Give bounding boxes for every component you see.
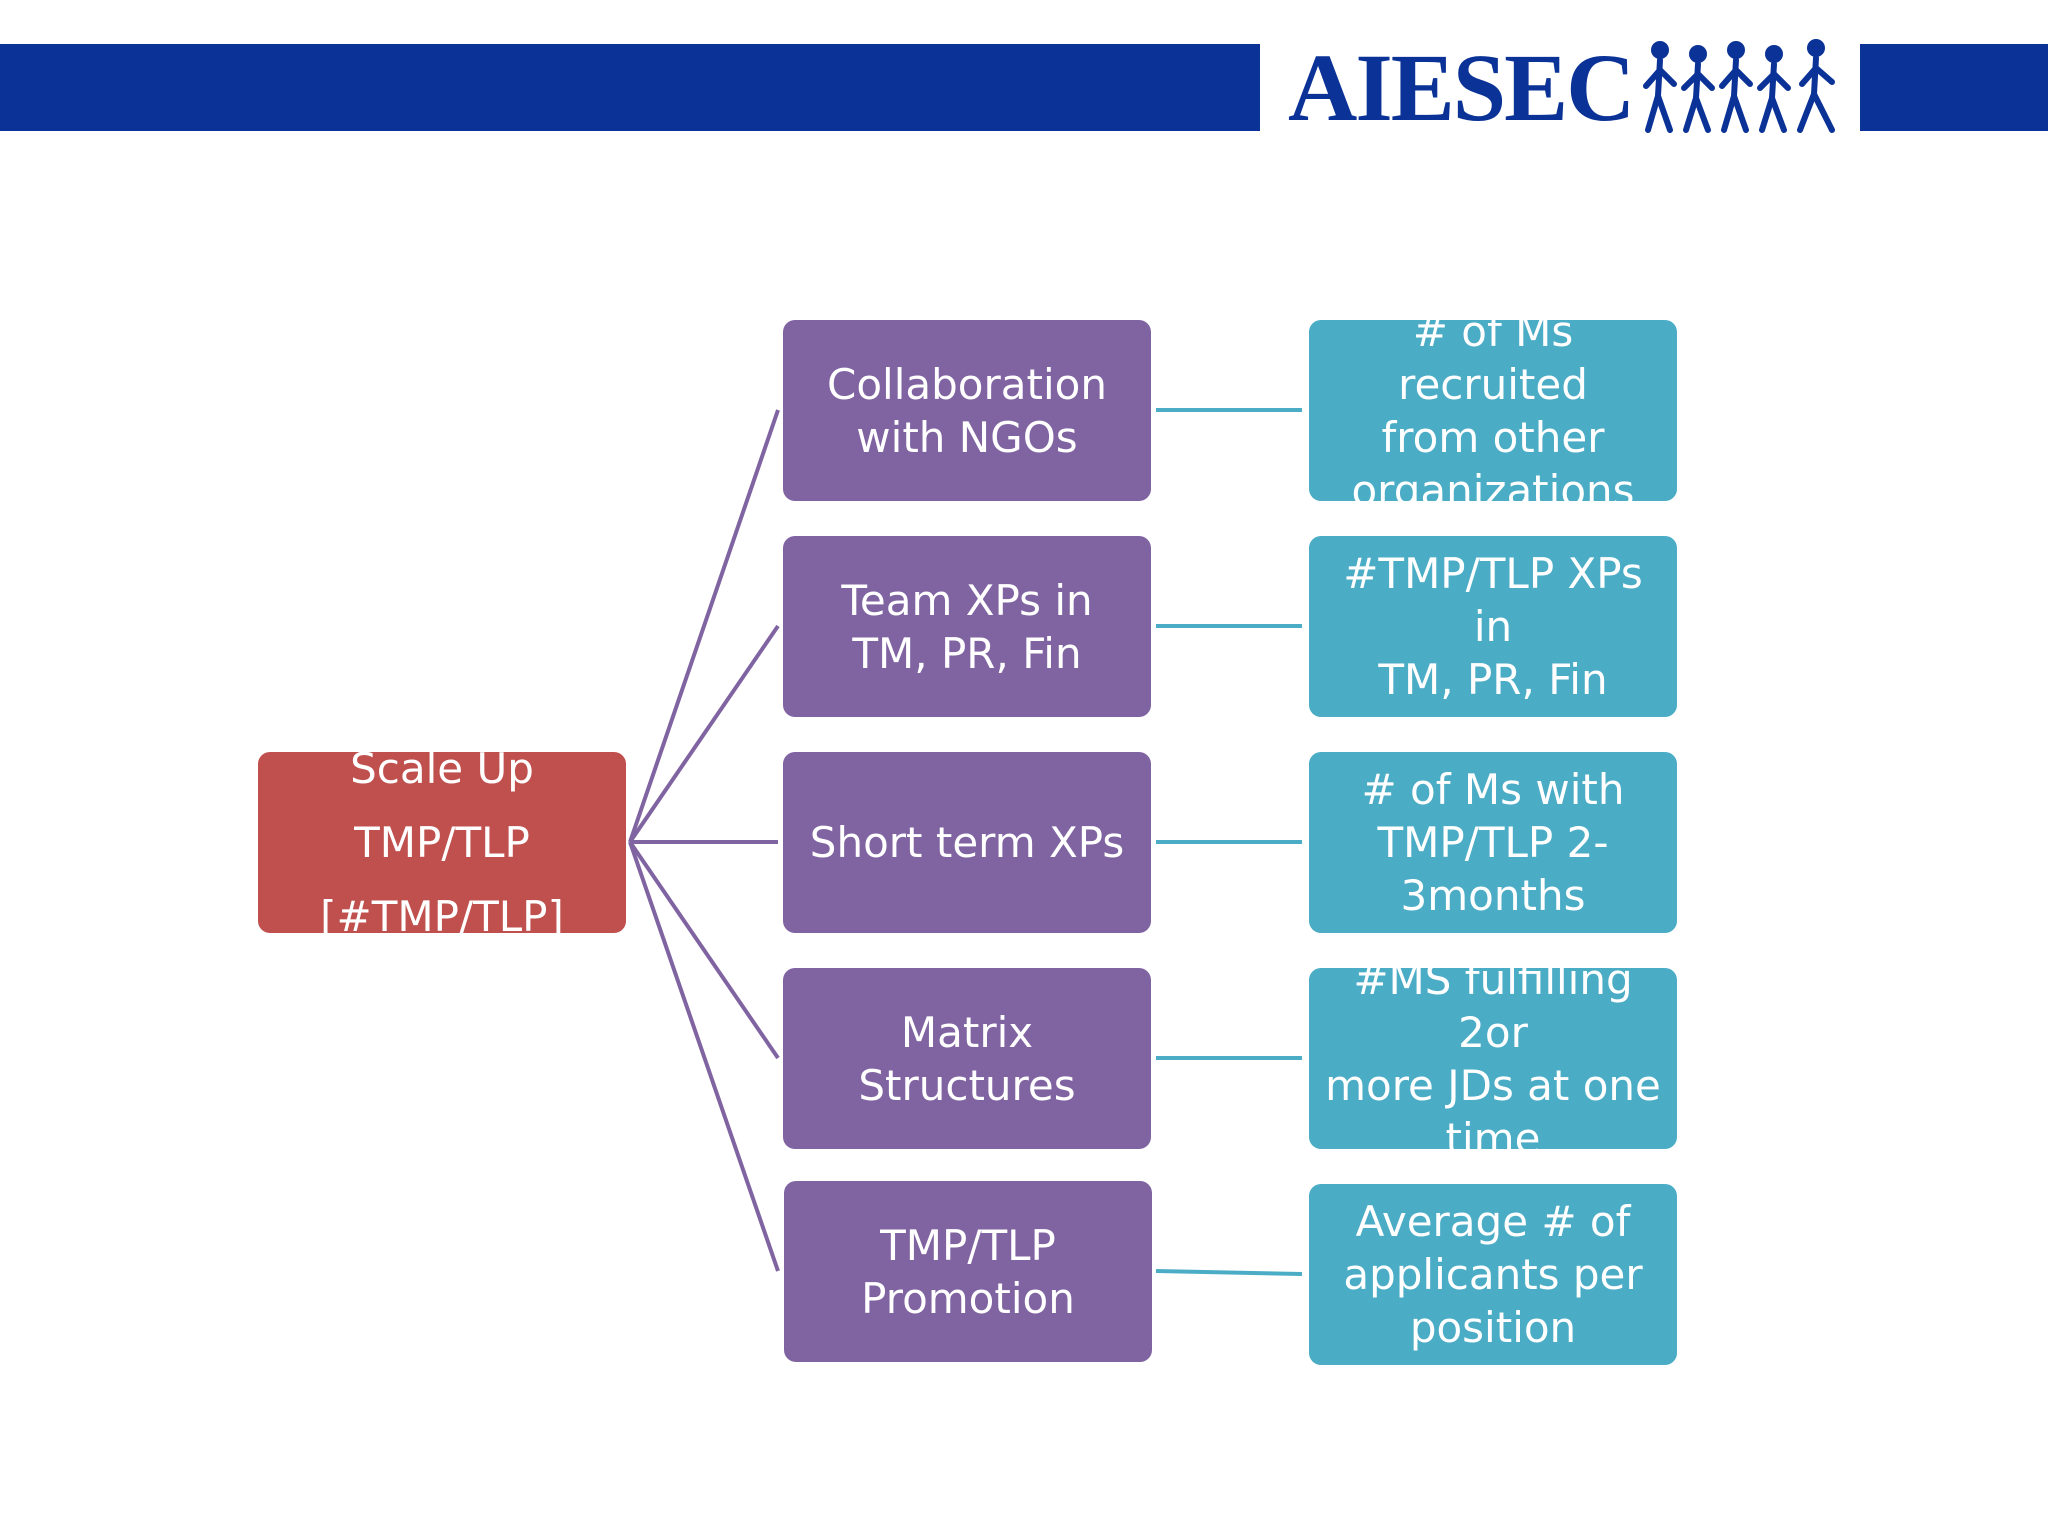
branch-node-label-line: TM, PR, Fin <box>852 628 1082 678</box>
branch-node-team-xps: Team XPs in TM, PR, Fin <box>783 536 1151 717</box>
metric-node-label-line: #MS fulfilling 2or <box>1353 954 1633 1057</box>
metric-connector-line <box>1155 1269 1303 1276</box>
metric-node-tmp-tlp-xps: #TMP/TLP XPs in TM, PR, Fin <box>1309 536 1677 717</box>
metric-node-label-line: time <box>1445 1113 1541 1163</box>
metric-node-label-line: organizations <box>1351 465 1635 515</box>
branch-node-label-line: Team XPs in <box>841 575 1093 625</box>
metric-node-label-line: 3months <box>1400 871 1586 920</box>
metric-node-label-line: #TMP/TLP XPs in <box>1343 549 1643 651</box>
branch-connector-line <box>628 841 780 1272</box>
branch-connector-line <box>628 624 780 844</box>
root-node-line-2: [#TMP/TLP] <box>320 891 564 941</box>
branch-node-short-term-xps: Short term XPs <box>783 752 1151 933</box>
metric-node-label-line: position <box>1409 1303 1577 1352</box>
metric-node-label-line: more JDs at one <box>1325 1060 1661 1110</box>
metric-node-label-line: # of Ms with <box>1361 765 1625 814</box>
branch-node-label-line: Short term XPs <box>809 818 1125 867</box>
metric-node-label-line: # of Ms recruited <box>1398 306 1588 409</box>
branch-node-matrix-structures: Matrix Structures <box>783 968 1151 1149</box>
logo-text: AIESEC <box>1288 34 1635 141</box>
branch-node-promotion: TMP/TLP Promotion <box>784 1181 1152 1362</box>
walking-people-icon <box>1643 39 1835 133</box>
metric-node-ms-fulfilling-jds: #MS fulfilling 2or more JDs at one time <box>1309 955 1677 1163</box>
metric-node-label-line: TM, PR, Fin <box>1378 655 1608 704</box>
root-node-line-1: Scale Up TMP/TLP <box>350 743 534 867</box>
metric-node-label-line: from other <box>1381 412 1605 462</box>
branch-connector-line <box>628 409 780 843</box>
metric-node-label-line: applicants per <box>1343 1250 1643 1299</box>
metric-node-label-line: TMP/TLP 2- <box>1377 818 1609 867</box>
aiesec-logo: AIESEC <box>1260 24 1860 144</box>
metric-node-ms-with-tmp-tlp: # of Ms with TMP/TLP 2- 3months <box>1309 752 1677 933</box>
branch-node-label-line: Promotion <box>861 1273 1075 1323</box>
branch-connector-line <box>628 840 780 1060</box>
branch-node-label-line: TMP/TLP <box>880 1220 1056 1270</box>
branch-node-label-line: with NGOs <box>856 412 1078 462</box>
branch-node-label-line: Collaboration <box>827 359 1107 409</box>
branch-node-collaboration: Collaboration with NGOs <box>783 320 1151 501</box>
metric-node-average-applicants: Average # of applicants per position <box>1309 1184 1677 1365</box>
root-node: Scale Up TMP/TLP [#TMP/TLP] <box>258 744 626 941</box>
metric-node-label-line: Average # of <box>1355 1197 1631 1246</box>
branch-node-label-line: Matrix Structures <box>858 1007 1076 1110</box>
metric-node-ms-recruited: # of Ms recruited from other organizatio… <box>1309 307 1677 515</box>
